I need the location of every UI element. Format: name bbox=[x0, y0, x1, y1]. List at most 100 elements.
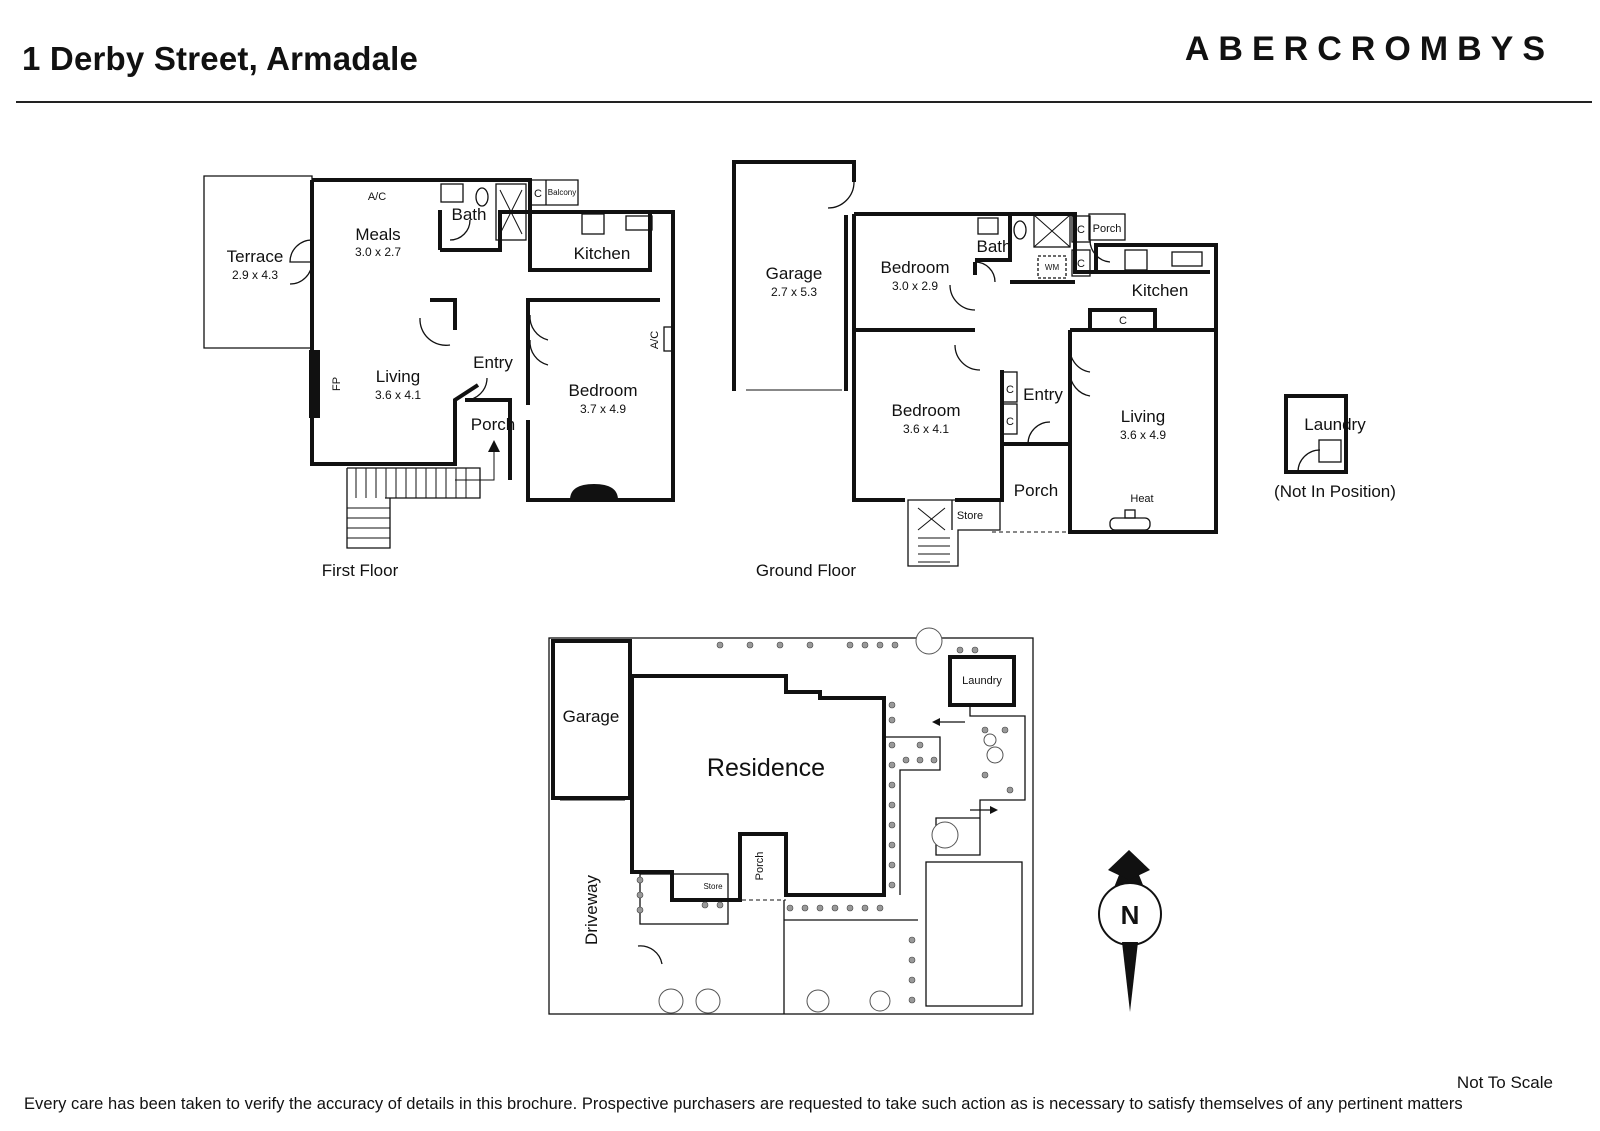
site-store-label: Store bbox=[703, 882, 723, 891]
bath-door bbox=[449, 219, 471, 241]
gf-stair-treads bbox=[918, 537, 950, 563]
laundry-name: Laundry bbox=[1304, 415, 1366, 434]
site-garage-label: Garage bbox=[563, 707, 620, 726]
entry-door bbox=[464, 377, 488, 401]
fl-terrace-name: Terrace bbox=[227, 247, 284, 266]
fl-kitchen-name: Kitchen bbox=[574, 244, 631, 263]
site-pad bbox=[925, 861, 1023, 1007]
gf-heater bbox=[1109, 517, 1151, 531]
gf-entry-door bbox=[1027, 421, 1051, 445]
fl-fp-label: FP bbox=[331, 377, 343, 391]
gf-bedroom1-dims: 3.0 x 2.9 bbox=[892, 279, 938, 293]
gf-bedroom2-door bbox=[954, 344, 981, 371]
gf-bedroom2-name: Bedroom bbox=[892, 401, 961, 420]
site-driveway-label: Driveway bbox=[582, 875, 601, 945]
compass-tail bbox=[1122, 942, 1138, 1012]
basin-icon bbox=[440, 183, 464, 203]
gf-porch-name: Porch bbox=[1014, 481, 1058, 500]
gf-store-name: Store bbox=[957, 510, 983, 522]
ground-floor-plan: Garage 2.7 x 5.3 Bedroom 3.0 x 2.9 Bath … bbox=[732, 160, 1396, 580]
balcony-outline bbox=[530, 179, 579, 206]
site-plan: Garage Residence Laundry Porch Store Dri… bbox=[548, 627, 1034, 1015]
site-store-area bbox=[639, 873, 729, 925]
terrace-door bbox=[289, 239, 313, 263]
gf-bedroom1-door bbox=[949, 284, 976, 311]
gf-cupboard-1 bbox=[1071, 215, 1091, 243]
fl-living-dims: 3.6 x 4.1 bbox=[375, 388, 421, 402]
living-door bbox=[419, 317, 451, 346]
ground-left-wall bbox=[852, 214, 905, 502]
toilet-icon bbox=[475, 187, 489, 207]
gf-porch-small-name: Porch bbox=[1093, 223, 1122, 235]
gf-basin-icon bbox=[977, 217, 999, 235]
laundry-note: (Not In Position) bbox=[1274, 482, 1396, 501]
gf-porch-small bbox=[1088, 213, 1126, 241]
bath-wall bbox=[440, 210, 530, 252]
gf-stairs-store bbox=[907, 499, 1001, 567]
laundry-tub bbox=[1318, 439, 1342, 463]
laundry-building bbox=[1284, 394, 1348, 474]
gf-living-door bbox=[1069, 344, 1091, 397]
gf-c2: C bbox=[1077, 258, 1085, 270]
gf-porch-door bbox=[1089, 239, 1111, 263]
gf-living-name: Living bbox=[1121, 407, 1165, 426]
gf-living-dims: 3.6 x 4.9 bbox=[1120, 428, 1166, 442]
cooktop-icon bbox=[581, 213, 605, 235]
gf-c3: C bbox=[1119, 315, 1127, 327]
page-title: 1 Derby Street, Armadale bbox=[22, 40, 419, 77]
bedroom-heater bbox=[570, 484, 618, 500]
gf-bedroom2-dims: 3.6 x 4.1 bbox=[903, 422, 949, 436]
gf-sink-icon bbox=[1171, 251, 1203, 267]
gf-bath-door bbox=[974, 261, 996, 283]
fireplace bbox=[309, 350, 320, 418]
gf-entry-cupboard-2 bbox=[1002, 403, 1018, 435]
fl-balcony: Balcony bbox=[548, 188, 576, 197]
gf-bath-name: Bath bbox=[977, 237, 1012, 256]
gf-c4: C bbox=[1006, 384, 1014, 396]
bedroom-wall bbox=[526, 298, 660, 405]
bedroom-door bbox=[529, 314, 549, 366]
kitchen-bench bbox=[528, 212, 652, 272]
fl-meals-dims: 3.0 x 2.7 bbox=[355, 245, 401, 259]
garage-wall bbox=[732, 160, 856, 391]
gf-stair-mark bbox=[917, 507, 946, 531]
first-floor-caption: First Floor bbox=[322, 561, 399, 580]
bathtub-icon bbox=[495, 183, 527, 241]
laundry-door bbox=[1297, 449, 1321, 473]
site-laundry-label: Laundry bbox=[962, 675, 1002, 687]
disclaimer-text: Every care has been taken to verify the … bbox=[24, 1095, 1463, 1113]
garage-side-door bbox=[827, 181, 855, 209]
site-shrubs bbox=[658, 627, 1004, 1014]
gf-wm-label: WM bbox=[1045, 263, 1060, 272]
gf-kitchen-name: Kitchen bbox=[1132, 281, 1189, 300]
fl-entry-name: Entry bbox=[473, 353, 513, 372]
gf-bedroom1-name: Bedroom bbox=[881, 258, 950, 277]
gf-c1: C bbox=[1077, 224, 1085, 236]
gf-cupboard-2 bbox=[1071, 249, 1091, 277]
site-residence-label: Residence bbox=[707, 754, 825, 782]
brand-logo: ABERCROMBYS bbox=[1184, 30, 1554, 68]
fl-porch-name: Porch bbox=[471, 415, 515, 434]
site-porch-label: Porch bbox=[754, 852, 766, 881]
gf-heater-top bbox=[1124, 509, 1136, 519]
gf-shower-cross bbox=[1033, 214, 1071, 248]
fl-ac-top: A/C bbox=[368, 191, 386, 203]
site-arrow-right-head bbox=[990, 806, 998, 814]
bath-wall-gf bbox=[975, 214, 1012, 262]
gf-shower bbox=[1033, 214, 1071, 248]
fl-bath-name: Bath bbox=[452, 205, 487, 224]
kitchen-cupboard bbox=[1088, 308, 1157, 330]
gf-toilet-icon bbox=[1013, 220, 1027, 240]
ground-outer-wall bbox=[854, 212, 1218, 534]
fl-ac-side: A/C bbox=[649, 331, 661, 349]
site-path-left bbox=[884, 736, 941, 895]
gf-c5: C bbox=[1006, 416, 1014, 428]
fl-meals-name: Meals bbox=[355, 225, 400, 244]
first-floor-plan: Terrace 2.9 x 4.3 A/C Meals 3.0 x 2.7 Ba… bbox=[203, 175, 675, 580]
shower-icon bbox=[499, 189, 523, 235]
sink-icon bbox=[625, 215, 653, 231]
gf-entry-cupboard-1 bbox=[1002, 371, 1018, 403]
gf-heat-label: Heat bbox=[1130, 493, 1153, 505]
ac-unit bbox=[663, 326, 673, 352]
